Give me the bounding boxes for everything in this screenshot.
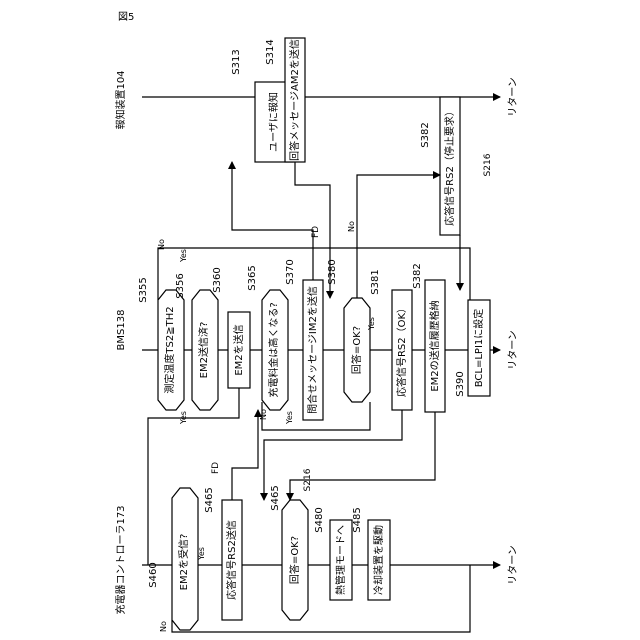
- s381-text: 応答信号RS2（OK）: [395, 303, 408, 397]
- lane-bms: BMS138: [116, 310, 127, 351]
- s360-id: S360: [212, 267, 223, 292]
- conn-s460-no: [172, 565, 470, 632]
- s380-id: S380: [327, 259, 338, 284]
- step-s381: 応答信号RS2（OK） S381: [370, 269, 412, 410]
- s355-text: 測定温度TS2≧TH2: [163, 306, 176, 393]
- s465b-text: 回答=OK?: [288, 536, 301, 584]
- s465a-text: 応答信号RS2送信: [225, 520, 238, 600]
- notify-return: リターン: [507, 77, 519, 117]
- step-s370: 問合せメッセージIM2を送信 S370: [285, 259, 323, 420]
- s465a-id: S465: [204, 487, 215, 512]
- s356-text: EM2送信済?: [197, 322, 210, 379]
- s382n-id: S382: [420, 122, 431, 147]
- step-s460: EM2を受信? S460: [148, 488, 198, 630]
- s360-text: EM2を送信: [232, 324, 245, 375]
- s382n-text: 応答信号RS2（停止要求）: [443, 106, 456, 226]
- step-s365: 充電料金は高くなる? S365: [247, 265, 288, 410]
- s460-text: EM2を受信?: [178, 534, 190, 591]
- step-s485: 冷却装置を駆動 S485: [352, 507, 390, 600]
- lane-title-notify: 報知装置104: [114, 70, 127, 129]
- lane-charger: 充電器コントローラ173: [114, 505, 127, 614]
- figure-label: 図5: [118, 11, 134, 23]
- s381-id: S381: [370, 269, 381, 294]
- step-s313: ユーザに報知 S313: [231, 49, 293, 162]
- notify-s216: S216: [483, 153, 493, 176]
- s465b-id: S465: [270, 485, 281, 510]
- s355-id: S355: [138, 277, 149, 302]
- charger-return: リターン: [507, 545, 519, 585]
- s380-no: No: [347, 221, 356, 232]
- s485-text: 冷却装置を駆動: [372, 525, 385, 595]
- s380-text: 回答=OK?: [350, 326, 363, 374]
- conn-im2-to-notify: [232, 162, 313, 280]
- s480-text: 熱管理モードへ: [334, 525, 347, 595]
- s390-text: BCL=LPI1に設定: [472, 309, 485, 388]
- s382b-text: EM2の送信履歴格納: [428, 300, 441, 391]
- s382b-id: S382: [412, 263, 423, 288]
- s365-id: S365: [247, 265, 258, 290]
- s314-id: S314: [265, 39, 276, 64]
- charger-fd: FD: [211, 462, 221, 474]
- s313-id: S313: [231, 49, 242, 74]
- lane-notify-device: 報知装置104: [114, 70, 127, 129]
- step-s382-notify: 応答信号RS2（停止要求） S382: [420, 97, 460, 235]
- s365-text: 充電料金は高くなる?: [267, 302, 280, 397]
- s355-no: No: [157, 239, 166, 250]
- s480-id: S480: [314, 507, 325, 532]
- step-s380: 回答=OK? S380: [327, 259, 370, 402]
- bms-return: リターン: [507, 330, 519, 370]
- lane-title-bms: BMS138: [116, 310, 127, 351]
- s314-text: 回答メッセージAM2を送信: [288, 39, 301, 161]
- s365-no: No: [259, 409, 268, 420]
- step-s382-bms: EM2の送信履歴格納 S382: [412, 263, 445, 412]
- s460-no: No: [159, 621, 168, 632]
- s356-id: S356: [175, 273, 186, 298]
- s380-yes: Yes: [367, 317, 376, 331]
- conn-rs2-to-bms: [232, 410, 258, 500]
- s355-yes: Yes: [179, 249, 188, 263]
- s460-yes: Yes: [197, 547, 206, 561]
- s485-id: S485: [352, 507, 363, 532]
- lane-title-charger: 充電器コントローラ173: [114, 505, 127, 614]
- s356-yes: Yes: [179, 411, 188, 425]
- step-s465-check: 回答=OK? S465: [270, 485, 308, 620]
- step-s465-send: 応答信号RS2送信 S465: [204, 487, 242, 620]
- s370-id: S370: [285, 259, 296, 284]
- step-s390: BCL=LPI1に設定 S390: [455, 300, 490, 397]
- s390-id: S390: [455, 371, 466, 396]
- s370-text: 問合せメッセージIM2を送信: [306, 286, 319, 414]
- s365-yes: Yes: [285, 411, 294, 425]
- s313-text: ユーザに報知: [267, 92, 280, 152]
- s460-id: S460: [148, 562, 159, 587]
- step-s480: 熱管理モードへ S480: [314, 507, 352, 600]
